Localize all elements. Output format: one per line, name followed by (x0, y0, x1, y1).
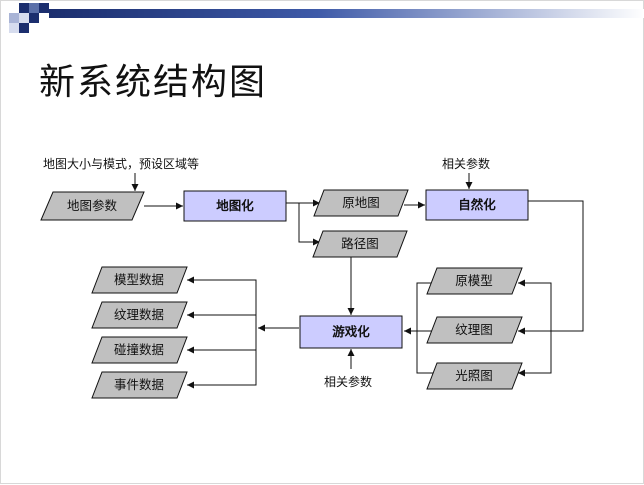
data-light-map: 光照图 (426, 362, 523, 390)
data-map-params-label: 地图参数 (67, 198, 118, 213)
output-bracket (187, 279, 257, 386)
data-path-map-label: 路径图 (341, 236, 379, 251)
bracket-left (416, 282, 433, 374)
data-model-data-label: 模型数据 (114, 272, 164, 287)
data-orig-model-label: 原模型 (455, 273, 493, 288)
arrow-mapify-to-path-map (298, 203, 320, 246)
process-naturalize: 自然化 (425, 189, 529, 221)
data-path-map: 路径图 (312, 230, 408, 258)
data-orig-map-label: 原地图 (342, 195, 380, 210)
data-event-data: 事件数据 (91, 371, 188, 399)
data-texture-data: 纹理数据 (91, 301, 188, 329)
data-model-data: 模型数据 (91, 266, 188, 294)
connectors (131, 173, 584, 389)
bracket-right (518, 282, 552, 374)
data-map-params: 地图参数 (40, 191, 145, 221)
process-gamify-label: 游戏化 (332, 324, 370, 339)
data-event-data-label: 事件数据 (114, 377, 164, 392)
data-light-map-label: 光照图 (455, 368, 493, 383)
process-mapify: 地图化 (183, 190, 287, 222)
note-related-params-top: 相关参数 (442, 156, 490, 171)
page-title: 新系统结构图 (39, 62, 268, 103)
header-decoration (9, 3, 644, 33)
data-texture-map: 纹理图 (426, 316, 523, 344)
data-collision-data: 碰撞数据 (91, 336, 188, 364)
process-naturalize-label: 自然化 (458, 197, 496, 212)
data-texture-data-label: 纹理数据 (114, 307, 164, 322)
process-gamify: 游戏化 (299, 315, 403, 349)
data-orig-model: 原模型 (426, 267, 523, 295)
data-collision-data-label: 碰撞数据 (114, 342, 164, 357)
note-related-params-bottom: 相关参数 (324, 374, 372, 389)
process-mapify-label: 地图化 (216, 198, 254, 213)
data-texture-map-label: 纹理图 (455, 322, 493, 337)
data-orig-map: 原地图 (313, 189, 409, 217)
note-map-inputs: 地图大小与模式，预设区域等 (43, 157, 199, 171)
